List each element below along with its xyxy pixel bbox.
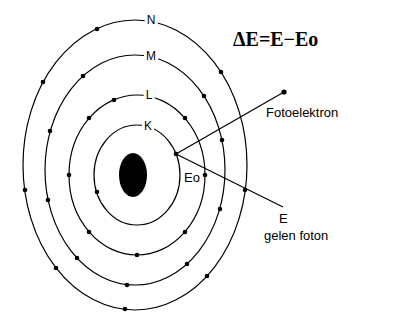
- shell-k: [94, 125, 180, 225]
- nucleus: [119, 153, 147, 197]
- formula: ΔE=E−Eo: [233, 28, 318, 50]
- photoelectron-label: Fotoelektron: [266, 106, 338, 120]
- shell-label: N: [145, 14, 158, 27]
- shell-m: [45, 55, 225, 285]
- shell-label: K: [142, 120, 154, 133]
- shell-n: [23, 20, 247, 310]
- photon-label: gelen foton: [264, 229, 328, 243]
- energy-label: Eo: [184, 171, 200, 185]
- shell-l: [69, 95, 205, 255]
- electrons: [23, 27, 287, 312]
- photon-path: [176, 154, 283, 207]
- shell-label: M: [144, 50, 158, 63]
- energy-label: E: [279, 212, 288, 226]
- photoelectron-path: [176, 92, 284, 154]
- shell-label: L: [144, 89, 155, 102]
